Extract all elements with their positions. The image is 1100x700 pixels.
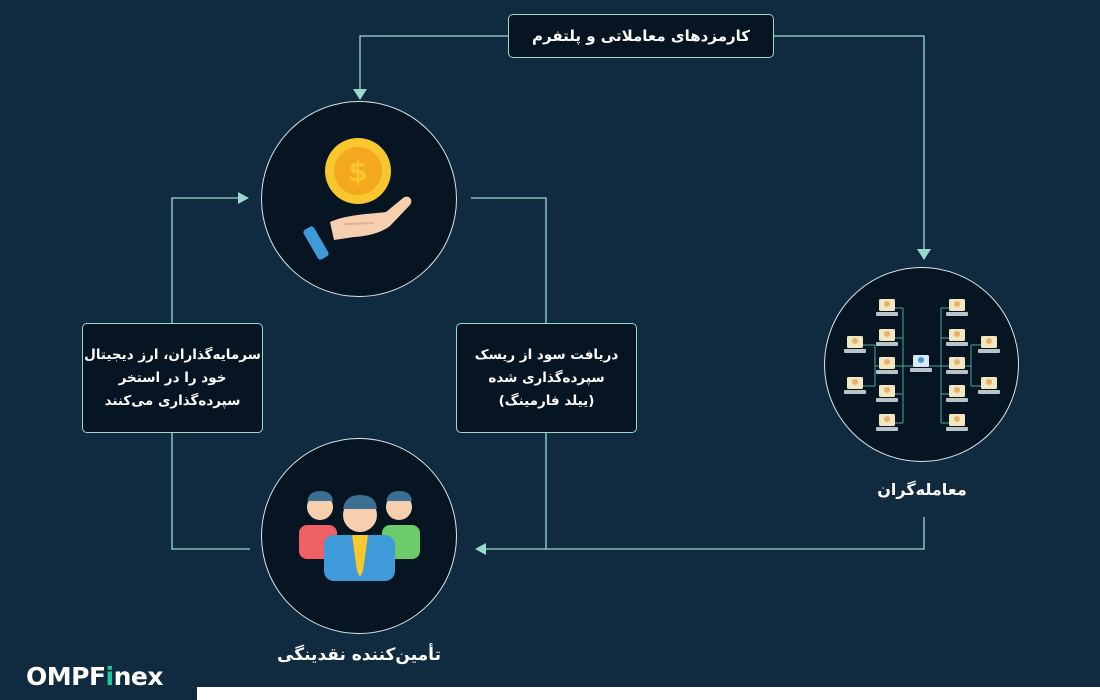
trader-node-icon (946, 385, 968, 402)
trader-node-icon (946, 299, 968, 316)
trader-node-icon (946, 414, 968, 431)
yield-farming-box: دریافت سود از ریسک سپرده‌گذاری شده (ییلد… (456, 323, 637, 433)
liquidity-providers-circle (261, 438, 457, 634)
platform-fees-box: کارمزدهای معاملاتی و پلتفرم (508, 14, 774, 58)
investors-stake-box: سرمایه‌گذاران، ارز دیجیتال خود را در است… (82, 323, 263, 433)
svg-text:$: $ (348, 155, 367, 188)
traders-circle (824, 267, 1019, 462)
brand-logo: OMPFinex (26, 662, 164, 691)
trader-node-icon (876, 299, 898, 316)
liquidity-providers-label: تأمین‌کننده نقدینگی (277, 645, 441, 665)
hand-coin-icon: $ (303, 138, 412, 260)
yield-farming-line-1: دریافت سود از ریسک (474, 346, 619, 363)
trader-node-icon (978, 336, 1000, 353)
trader-node-icon (946, 357, 968, 374)
investors-stake-line-3: سپرده‌گذاری می‌کنند (104, 392, 241, 409)
traders-label: معامله‌گران (877, 480, 967, 499)
brand-logo-main: OMPF (26, 662, 106, 691)
trader-node-icon (844, 336, 866, 353)
bottom-bar (197, 687, 1100, 700)
trader-node-icon (876, 329, 898, 346)
trader-network-icon (844, 299, 1000, 431)
platform-fees-text: کارمزدهای معاملاتی و پلتفرم (532, 27, 750, 45)
trader-node-icon (876, 414, 898, 431)
trader-node-icon (978, 377, 1000, 394)
yield-farming-line-2: سپرده‌گذاری شده (488, 369, 605, 386)
people-group-icon (299, 491, 420, 581)
trader-node-icon (844, 377, 866, 394)
brand-logo-accent: i (105, 662, 115, 691)
trader-node-icon (946, 329, 968, 346)
investors-stake-line-2: خود را در استخر (118, 369, 227, 386)
investors-stake-line-1: سرمایه‌گذاران، ارز دیجیتال (84, 346, 261, 363)
reward-pool-circle: $ (261, 101, 457, 297)
yield-farming-line-3: (ییلد فارمینگ) (498, 392, 595, 409)
trader-node-icon (876, 385, 898, 402)
trader-node-icon (876, 357, 898, 374)
brand-logo-tail: nex (113, 662, 164, 691)
central-trader-icon (910, 355, 932, 372)
